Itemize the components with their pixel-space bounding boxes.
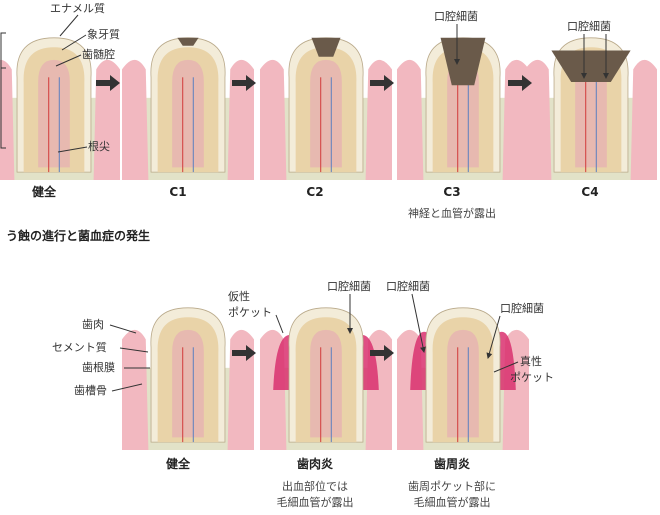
stage-sub-c3: 神経と血管が露出 [408, 206, 496, 220]
label-bacteria-c4: 口腔細菌 [567, 19, 611, 33]
stage-label-c2: C2 [306, 185, 323, 199]
stage-label-c3: C3 [443, 185, 460, 199]
label-bacteria-perio-right: 口腔細菌 [500, 301, 544, 315]
stage-sub-perio-1: 歯周ポケット部に [408, 479, 496, 493]
label-true-pocket-2: ポケット [510, 371, 554, 384]
label-ligament: 歯根膜 [82, 360, 115, 374]
stage-label-periodontitis: 歯周炎 [434, 456, 470, 471]
label-true-pocket-1: 真性 [520, 354, 542, 368]
gum-left [260, 60, 286, 180]
pulp [447, 330, 479, 437]
gum-right [228, 330, 254, 450]
label-false-pocket-2: ポケット [228, 306, 272, 319]
gum-left [122, 60, 148, 180]
gum-left [122, 330, 148, 450]
label-bacteria-gingivitis: 口腔細菌 [327, 279, 371, 293]
label-alveolar-bone: 歯槽骨 [74, 384, 107, 397]
stage-label-gingivitis: 歯肉炎 [297, 456, 333, 471]
gum-right [228, 60, 254, 180]
tooth-panel-caries [397, 38, 529, 180]
caries-stage-labels: 健全 C1 C2 C3 C4 神経と血管が露出 [32, 184, 599, 220]
stage-label-c1: C1 [169, 185, 186, 199]
tooth-panel-caries [122, 38, 254, 180]
pulp [310, 330, 342, 437]
label-gingiva: 歯肉 [82, 318, 104, 331]
pulp [172, 330, 204, 437]
label-dentin: 象牙質 [87, 27, 120, 41]
stage-label-healthy: 健全 [32, 184, 57, 199]
tooth-panel-periodontal [260, 308, 392, 450]
tooth-panel-periodontal [122, 308, 254, 450]
stage-sub-perio-2: 毛細血管が露出 [414, 495, 491, 509]
label-cementum: セメント質 [52, 340, 107, 354]
gum-left [0, 60, 14, 180]
stage-sub-gingivitis-1: 出血部位では [282, 479, 348, 493]
pulp [172, 60, 204, 167]
label-bacteria-perio-left: 口腔細菌 [386, 279, 430, 293]
tooth-panel-caries [260, 38, 392, 180]
label-apex: 根尖 [88, 139, 110, 153]
stage-sub-gingivitis-2: 毛細血管が露出 [277, 495, 354, 509]
label-bacteria-c3: 口腔細菌 [434, 9, 478, 23]
periodontal-progression-row [122, 308, 529, 450]
perio-stage-labels: 健全 歯肉炎 歯周炎 出血部位では 毛細血管が露出 歯周ポケット部に 毛細血管が… [166, 456, 496, 509]
gum-right [94, 60, 120, 180]
stage-label-healthy-perio: 健全 [166, 456, 191, 471]
gum-left [397, 60, 423, 180]
gum-right [631, 60, 657, 180]
section-heading-caries: う蝕の進行と菌血症の発生 [6, 228, 150, 243]
stage-label-c4: C4 [581, 185, 598, 199]
label-enamel: エナメル質 [50, 1, 105, 15]
tooth-panel-caries [525, 38, 657, 180]
label-pulp: 歯髄腔 [82, 47, 115, 61]
gum-left [525, 60, 551, 180]
pulp [310, 60, 342, 167]
label-false-pocket-1: 仮性 [228, 289, 250, 303]
gum-right [366, 60, 392, 180]
